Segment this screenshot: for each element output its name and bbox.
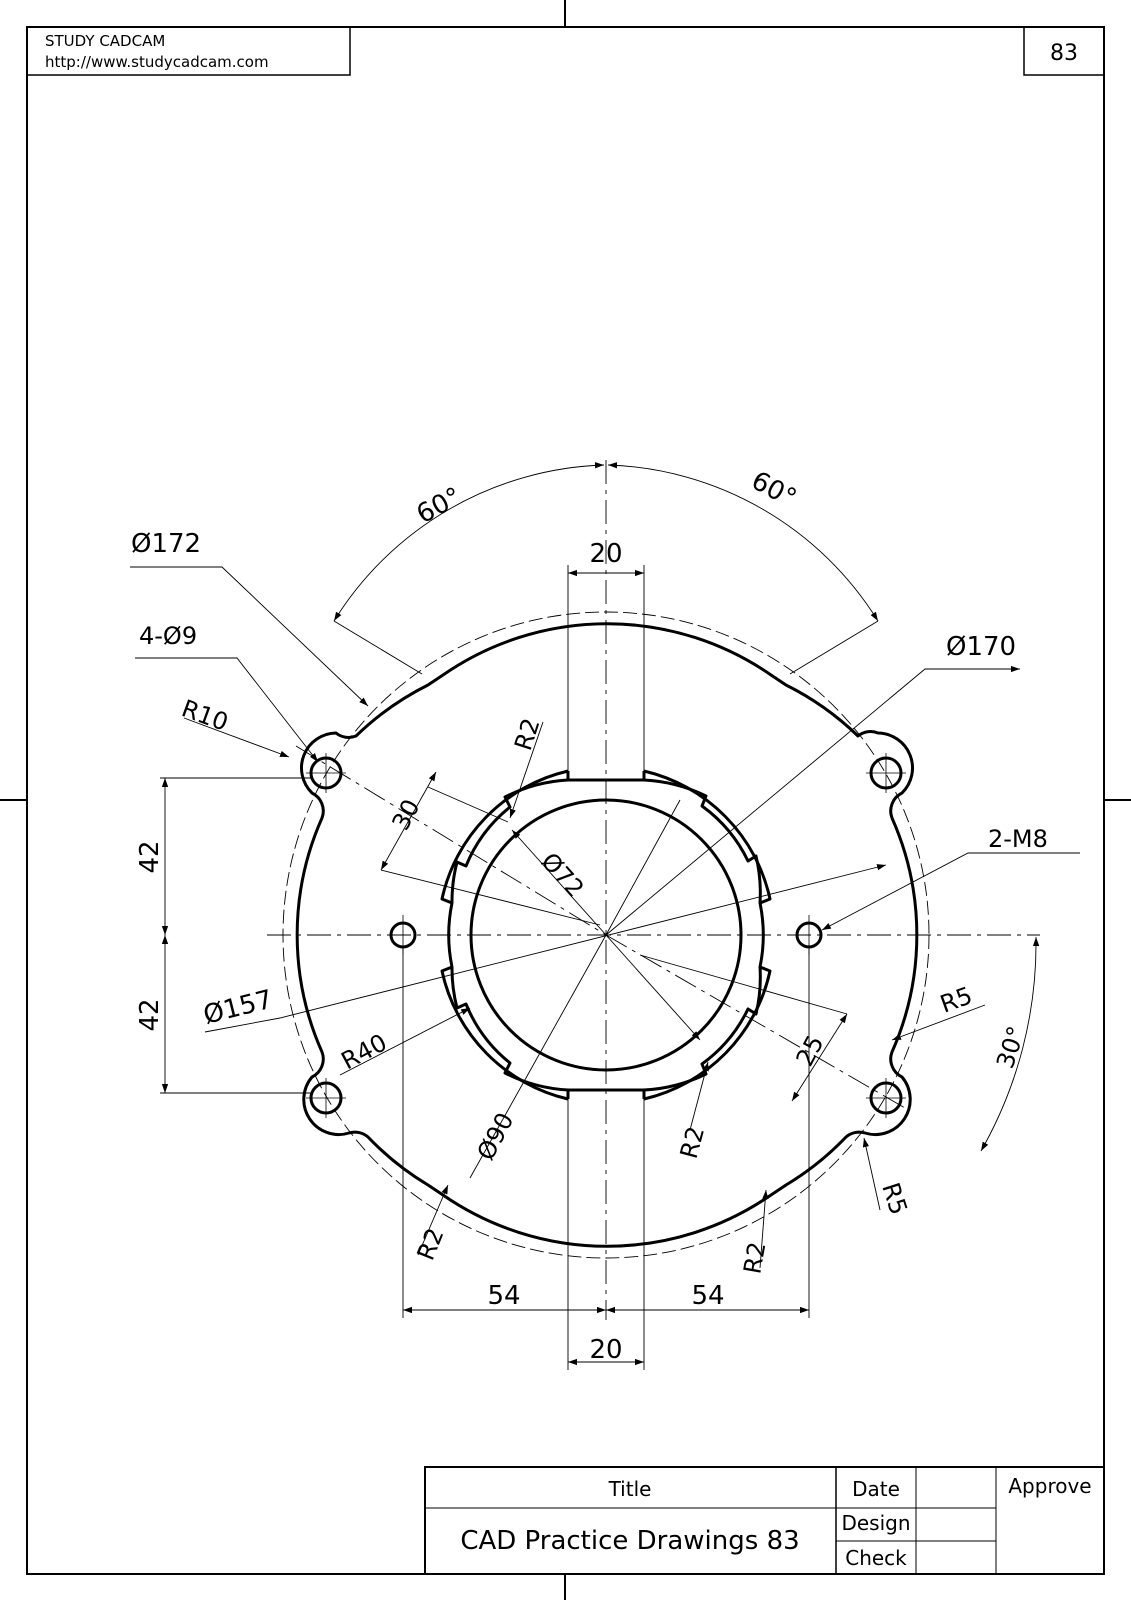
dim-25: 25 — [791, 1031, 830, 1071]
dim-r10: R10 — [178, 694, 232, 736]
dim-r5-bottom: R5 — [876, 1179, 913, 1218]
company-url: http://www.studycadcam.com — [45, 53, 269, 71]
center-lines — [267, 460, 1040, 1320]
dim-20-bottom: 20 — [589, 1335, 622, 1365]
dim-angle-left: 60° — [412, 482, 467, 530]
reference-circle-172 — [282, 611, 930, 1259]
title-block: Title CAD Practice Drawings 83 Date Desi… — [424, 1466, 1105, 1575]
dimension-labels: 60° 60° 20 20 54 54 42 42 Ø172 4-Ø9 R10 … — [131, 466, 1048, 1365]
dim-2-m8: 2-M8 — [988, 825, 1048, 853]
header-page-number-box: 83 — [1023, 26, 1105, 76]
check-label: Check — [845, 1546, 907, 1570]
inner-bore — [469, 771, 743, 1099]
dim-phi170: Ø170 — [946, 632, 1016, 662]
dim-phi90: Ø90 — [472, 1108, 520, 1165]
dim-angle-right: 60° — [746, 466, 801, 514]
dim-42-top: 42 — [135, 840, 165, 873]
dim-r2-bottom-right: R2 — [738, 1240, 771, 1276]
dimension-lines — [130, 462, 1080, 1370]
page-number: 83 — [1050, 41, 1078, 66]
date-label: Date — [852, 1477, 900, 1501]
title-label: Title — [608, 1477, 652, 1501]
dim-r40: R40 — [337, 1028, 392, 1075]
approve-label: Approve — [1008, 1474, 1091, 1498]
dim-42-bottom: 42 — [135, 998, 165, 1031]
dim-phi157: Ø157 — [200, 985, 275, 1031]
outer-boss-ring — [440, 769, 772, 1101]
design-label: Design — [841, 1511, 910, 1535]
dim-r5-right: R5 — [936, 981, 976, 1018]
dim-54-right: 54 — [691, 1281, 724, 1311]
company-name: STUDY CADCAM — [45, 32, 165, 50]
dim-phi72: Ø72 — [536, 847, 590, 902]
header-company-box: STUDY CADCAM http://www.studycadcam.com — [26, 26, 351, 76]
drawing-title: CAD Practice Drawings 83 — [460, 1526, 799, 1556]
dim-r2-mid: R2 — [675, 1123, 710, 1161]
dim-20-top: 20 — [589, 539, 622, 569]
dim-holes-4: 4-Ø9 — [139, 622, 197, 650]
dim-r2-top: R2 — [509, 715, 546, 754]
dim-phi172: Ø172 — [131, 529, 201, 559]
dim-r2-bottom-left: R2 — [412, 1224, 450, 1264]
dim-angle-30: 30° — [991, 1023, 1031, 1072]
dim-54-left: 54 — [487, 1281, 520, 1311]
flange-outline — [295, 622, 919, 1248]
